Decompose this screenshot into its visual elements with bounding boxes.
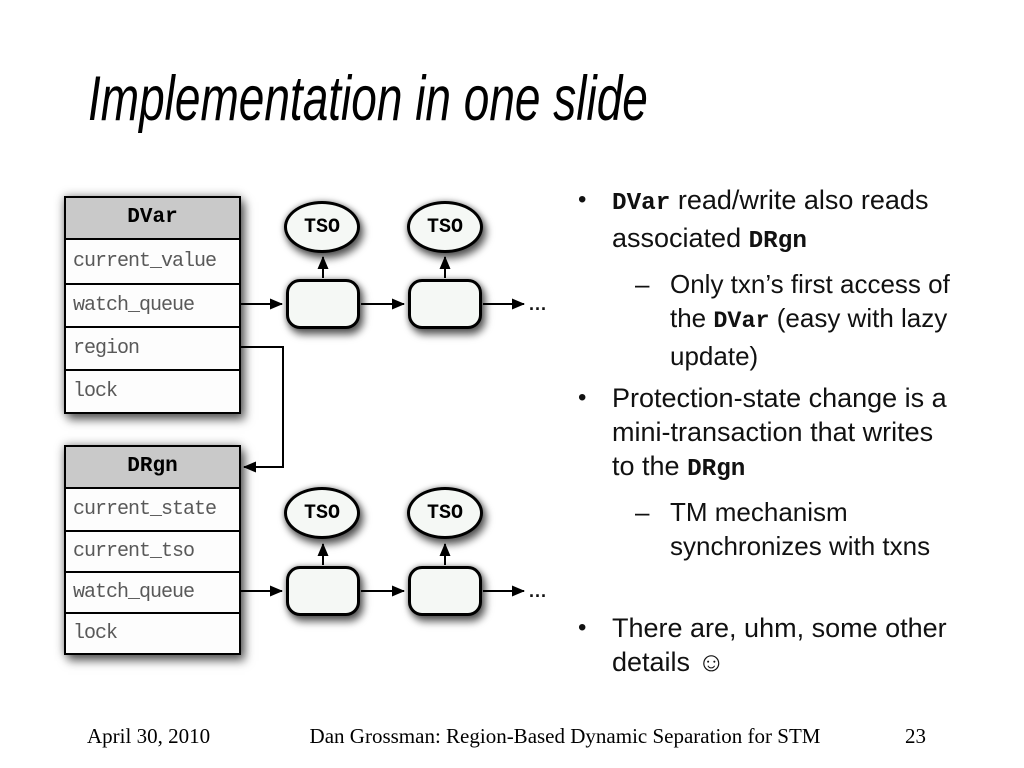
slide-title: Implementation in one slide <box>88 64 648 134</box>
bullet-text: There are, uhm, some other details ☺ <box>612 613 947 677</box>
footer-date: April 30, 2010 <box>87 724 211 748</box>
bullet-item: • Protection-state change is a mini-trans… <box>575 381 1015 487</box>
bullet-item: • DVar read/write also reads associated D… <box>575 183 1015 259</box>
tso-ellipse: TSO <box>407 487 483 539</box>
footer-page-number: 23 <box>905 724 926 748</box>
record-field: watch_queue <box>66 283 239 326</box>
dvar-record-header: DVar <box>66 198 239 240</box>
bullet-marker: – <box>635 269 650 299</box>
drgn-record-header: DRgn <box>66 447 239 489</box>
arrow-region-drgn <box>239 346 284 473</box>
bullet-item: • There are, uhm, some other details ☺ <box>575 611 1015 679</box>
record-field: watch_queue <box>66 571 239 612</box>
bullet-item: –TM mechanism synchronizes with txns <box>575 495 1015 563</box>
bullet-text: DVar read/write also reads associated DR… <box>612 185 929 255</box>
footer-title: Dan Grossman: Region-Based Dynamic Separ… <box>309 724 821 748</box>
chain-ellipsis: ... <box>529 581 548 601</box>
record-field: current_state <box>66 489 239 530</box>
bullet-text: Only txn’s first access of the DVar (eas… <box>670 269 950 371</box>
tso-ellipse: TSO <box>284 201 360 253</box>
record-field: lock <box>66 369 239 412</box>
bullet-marker: – <box>635 497 650 527</box>
record-field: current_tso <box>66 530 239 571</box>
record-field: lock <box>66 612 239 653</box>
queue-node <box>286 279 360 329</box>
record-field: region <box>66 326 239 369</box>
queue-node <box>408 279 482 329</box>
queue-node <box>408 566 482 616</box>
bullet-text: TM mechanism synchronizes with txns <box>670 497 931 561</box>
queue-node <box>286 566 360 616</box>
tso-ellipse: TSO <box>284 487 360 539</box>
bullet-item: –Only txn’s first access of the DVar (ea… <box>575 267 1015 373</box>
bullet-text: Protection-state change is a mini-transa… <box>612 383 947 483</box>
bullet-marker: • <box>578 614 587 641</box>
record-field: current_value <box>66 240 239 283</box>
bullet-list: • DVar read/write also reads associated D… <box>575 183 1015 687</box>
bullet-marker: • <box>578 384 587 411</box>
chain-ellipsis: ... <box>529 294 548 314</box>
bullet-marker: • <box>578 186 587 213</box>
tso-ellipse: TSO <box>407 201 483 253</box>
